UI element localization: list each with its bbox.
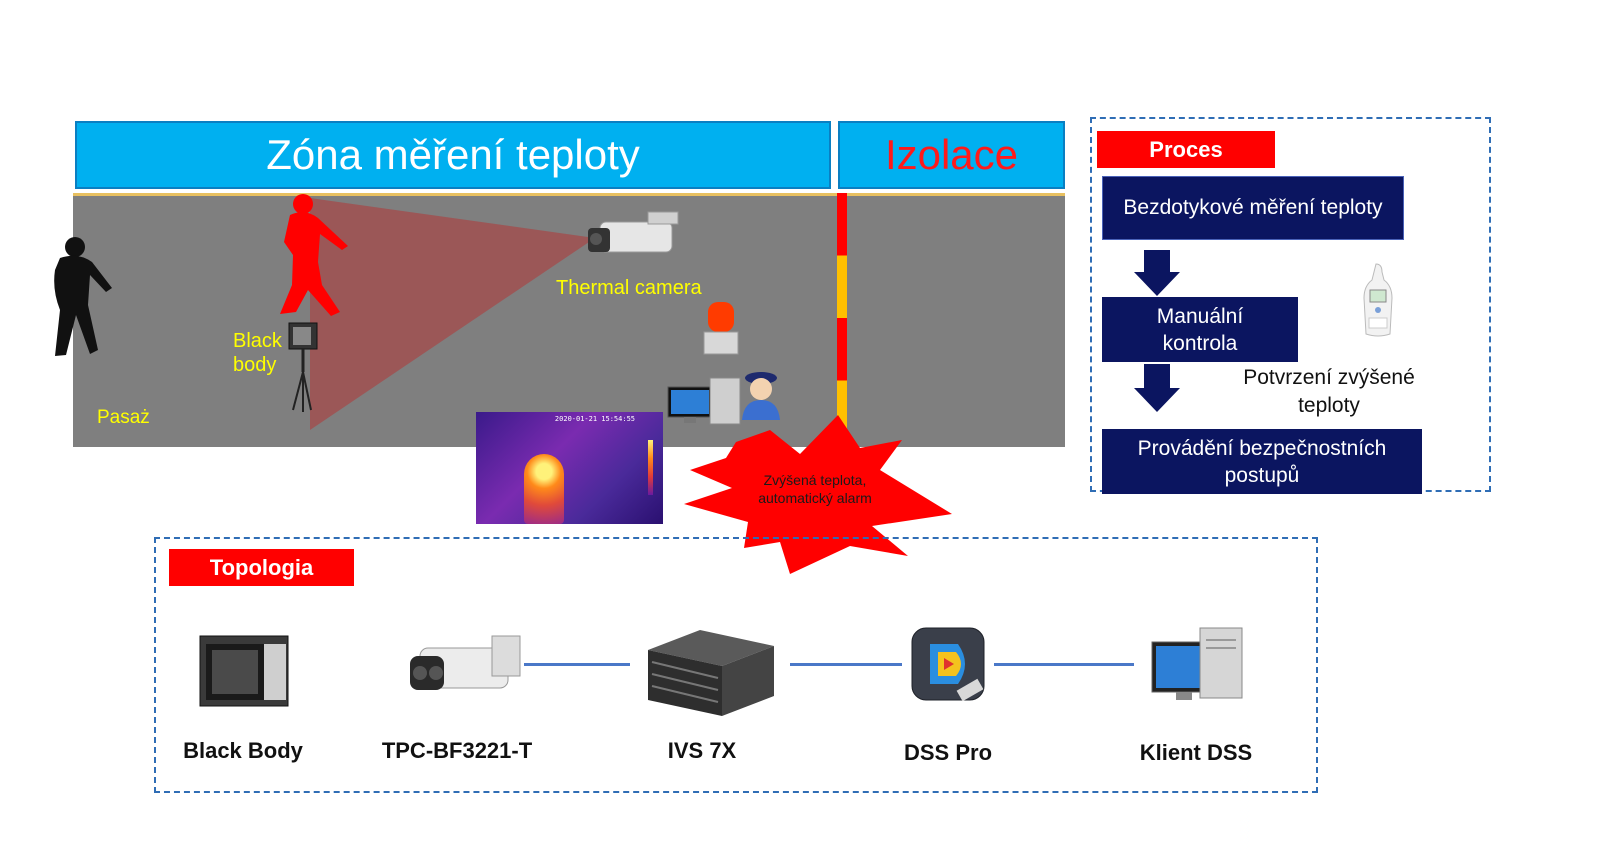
topology-link-ivs-dss — [790, 663, 902, 666]
arrow-down-icon — [1134, 364, 1180, 412]
ear-thermometer-icon — [1363, 263, 1393, 337]
topology-label-client: Klient DSS — [1139, 740, 1253, 765]
alarm-text-line2: automatický alarm — [758, 490, 872, 506]
thermal-person-hotspot — [524, 454, 564, 524]
process-tag: Proces — [1097, 131, 1275, 168]
alarm-text: Zvýšená teplota, automatický alarm — [730, 471, 900, 507]
isolation-title: Izolace — [884, 131, 1019, 178]
process-step-safety-line1: Provádění bezpečnostních — [1137, 436, 1387, 460]
topology-tag: Topologia — [169, 549, 354, 586]
thermal-scale-bar — [648, 440, 653, 495]
black-body-label-line2: body — [233, 354, 277, 376]
passage-label: Pasaż — [97, 407, 150, 428]
zone-title: Zóna měření teploty — [266, 131, 640, 178]
topology-icons — [199, 627, 1243, 716]
thermal-detection-cone — [310, 198, 595, 430]
process-confirm-line2: teploty — [1298, 394, 1360, 417]
black-body-icon — [199, 635, 289, 707]
process-confirm-text: Potvrzení zvýšené teploty — [1222, 364, 1436, 420]
process-step-manual-line1: Manuální — [1156, 304, 1244, 328]
thermal-camera-icon — [410, 635, 521, 690]
zone-banner: Zóna měření teploty — [75, 121, 831, 189]
process-confirm-line1: Potvrzení zvýšené — [1243, 366, 1415, 389]
alarm-beacon-icon — [703, 302, 739, 355]
monitoring-computer-icon — [667, 377, 741, 425]
process-arrows — [1134, 250, 1180, 412]
isolation-banner: Izolace — [838, 121, 1065, 189]
thermal-image: 2020-01-21 15:54:55 — [476, 412, 663, 524]
floor-top-edge — [73, 193, 1065, 196]
scene-illustration — [54, 194, 952, 574]
topology-label-camera: TPC-BF3221-T — [381, 738, 533, 763]
alarm-starburst — [684, 415, 952, 574]
desktop-computer-icon — [1151, 627, 1243, 700]
process-step-safety-line2: postupů — [1224, 463, 1300, 487]
topology-label-black-body: Black Body — [183, 738, 303, 763]
topology-label-dss-pro: DSS Pro — [903, 740, 993, 765]
process-step-contactless: Bezdotykové měření teploty — [1102, 176, 1404, 240]
red-person-icon — [280, 194, 348, 316]
walking-person-icon — [54, 237, 112, 356]
process-step-manual: Manuální kontrola — [1102, 297, 1298, 362]
server-icon — [648, 630, 774, 716]
arrow-down-icon — [1134, 250, 1180, 296]
topology-link-camera-ivs — [524, 663, 630, 666]
dss-pro-icon — [911, 627, 985, 702]
black-body-label-line1: Black — [233, 330, 282, 352]
topology-link-dss-client — [994, 663, 1134, 666]
process-step-manual-line2: kontrola — [1162, 331, 1238, 355]
black-body-device-icon — [288, 322, 318, 412]
thermal-camera-icon — [588, 211, 679, 253]
security-guard-icon — [742, 372, 780, 420]
black-body-label: Black body — [233, 329, 293, 377]
topology-label-ivs: IVS 7X — [667, 738, 737, 763]
isolation-barrier — [837, 193, 847, 443]
process-step-safety: Provádění bezpečnostních postupů — [1102, 429, 1422, 494]
topology-panel — [154, 537, 1318, 793]
thermal-camera-label: Thermal camera — [556, 277, 702, 299]
thermal-image-timestamp: 2020-01-21 15:54:55 — [554, 415, 635, 423]
alarm-text-line1: Zvýšená teplota, — [763, 472, 867, 488]
process-step-contactless-label: Bezdotykové měření teploty — [1123, 196, 1383, 219]
